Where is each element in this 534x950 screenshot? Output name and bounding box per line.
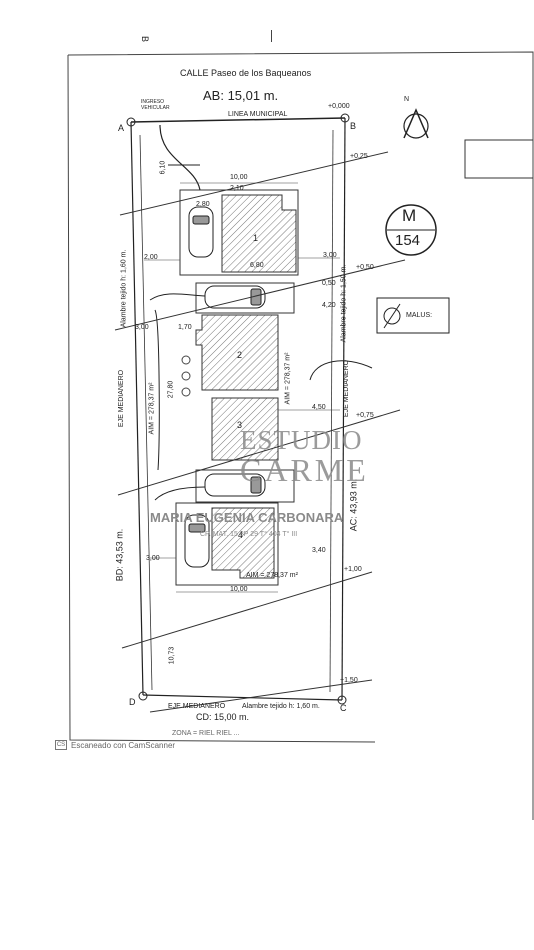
footer-alambre-label: Alambre tejido h: 1,60 m. [242, 703, 320, 710]
unit-1: 1 [253, 233, 259, 243]
zona-label: ZONA = RIEL RIEL ... [172, 730, 240, 737]
level-150: +1,50 [340, 677, 358, 684]
camscanner-icon: CS [55, 740, 67, 750]
ingreso-vehicular-label: INGRESO VEHICULAR [141, 99, 170, 111]
watermark-estudio: ESTUDIO [240, 425, 363, 455]
vertex-a: A [118, 123, 125, 133]
dim-2780: 27,80 [167, 380, 175, 399]
level-100: +1,00 [344, 566, 362, 573]
unit-2: 2 [237, 350, 243, 360]
dim-170: 1,70 [178, 324, 192, 331]
dim-340: 3,40 [312, 547, 326, 554]
level-025: +0,25 [350, 153, 368, 160]
block-prefix: M [402, 206, 417, 225]
malus-label: MALUS: [406, 312, 433, 319]
bd-dimension: BD: 43,53 m. [114, 528, 125, 582]
dim-450: 4,50 [312, 404, 326, 411]
dim-610: 6,10 [159, 160, 167, 175]
left-alambre-label: Alambre tejido h: 1,60 m. [120, 249, 128, 328]
vertex-d: D [129, 697, 136, 707]
dim-420: 4,20 [322, 302, 336, 309]
right-eje-label: EJE MEDIANERO [343, 359, 351, 418]
dim-210: 2,10 [230, 185, 244, 192]
front-line [130, 117, 346, 123]
dim-300-right: 3,00 [323, 252, 337, 259]
level-050: +0,50 [356, 264, 374, 271]
right-alambre-label: Alambre tejido h: 1,50 m. [340, 264, 348, 343]
camscanner-label: Escaneado con CamScanner [71, 740, 176, 750]
unit-4: 4 [238, 530, 244, 540]
street-name: CALLE Paseo de los Baqueanos [180, 68, 312, 78]
block-badge [385, 204, 437, 256]
unit-3: 3 [237, 420, 243, 430]
dim-1073: 10,73 [168, 646, 176, 665]
vertex-c: C [340, 703, 347, 713]
watermark-carme: CARME [240, 452, 369, 488]
left-eje-label: EJE MEDIANERO [118, 369, 126, 428]
front-dimension: AB: 15,01 m. [203, 88, 279, 103]
camscanner-footer: CS Escaneado con CamScanner [55, 740, 175, 750]
dim-width-top: 10,00 [230, 174, 248, 181]
watermark-name: MARIA EUGENIA CARBONARA [150, 510, 344, 525]
level-top: +0,000 [328, 103, 350, 110]
north-arrow-icon: N [404, 96, 410, 103]
footer-eje-label: EJE MEDIANERO [168, 703, 226, 710]
dim-300-left: 3,00 [135, 324, 149, 331]
left-aim-label: AIM = 278,37 m² [148, 382, 156, 435]
dim-680: 6,80 [250, 262, 264, 269]
bottom-aim-label: AIM = 278,37 m² [246, 572, 298, 579]
dim-width-bottom: 10,00 [230, 586, 248, 593]
watermark-matricula: CP. MAT. 15 8P 29 T° 404 T° III [200, 531, 298, 538]
block-number: 154 [395, 232, 421, 249]
cd-dimension: CD: 15,00 m. [196, 712, 250, 722]
dim-200-left: 2,00 [144, 254, 158, 261]
dim-300-bottom: 3,00 [146, 555, 160, 562]
level-075: +0,75 [356, 412, 374, 419]
edge-tick [271, 30, 272, 42]
linea-municipal-label: LINEA MUNICIPAL [228, 111, 288, 118]
dim-280: 2,80 [196, 201, 210, 208]
vertex-b: B [350, 121, 357, 131]
dim-050: 0,50 [322, 280, 336, 287]
center-aim-label: AIM = 278,37 m² [284, 352, 292, 405]
